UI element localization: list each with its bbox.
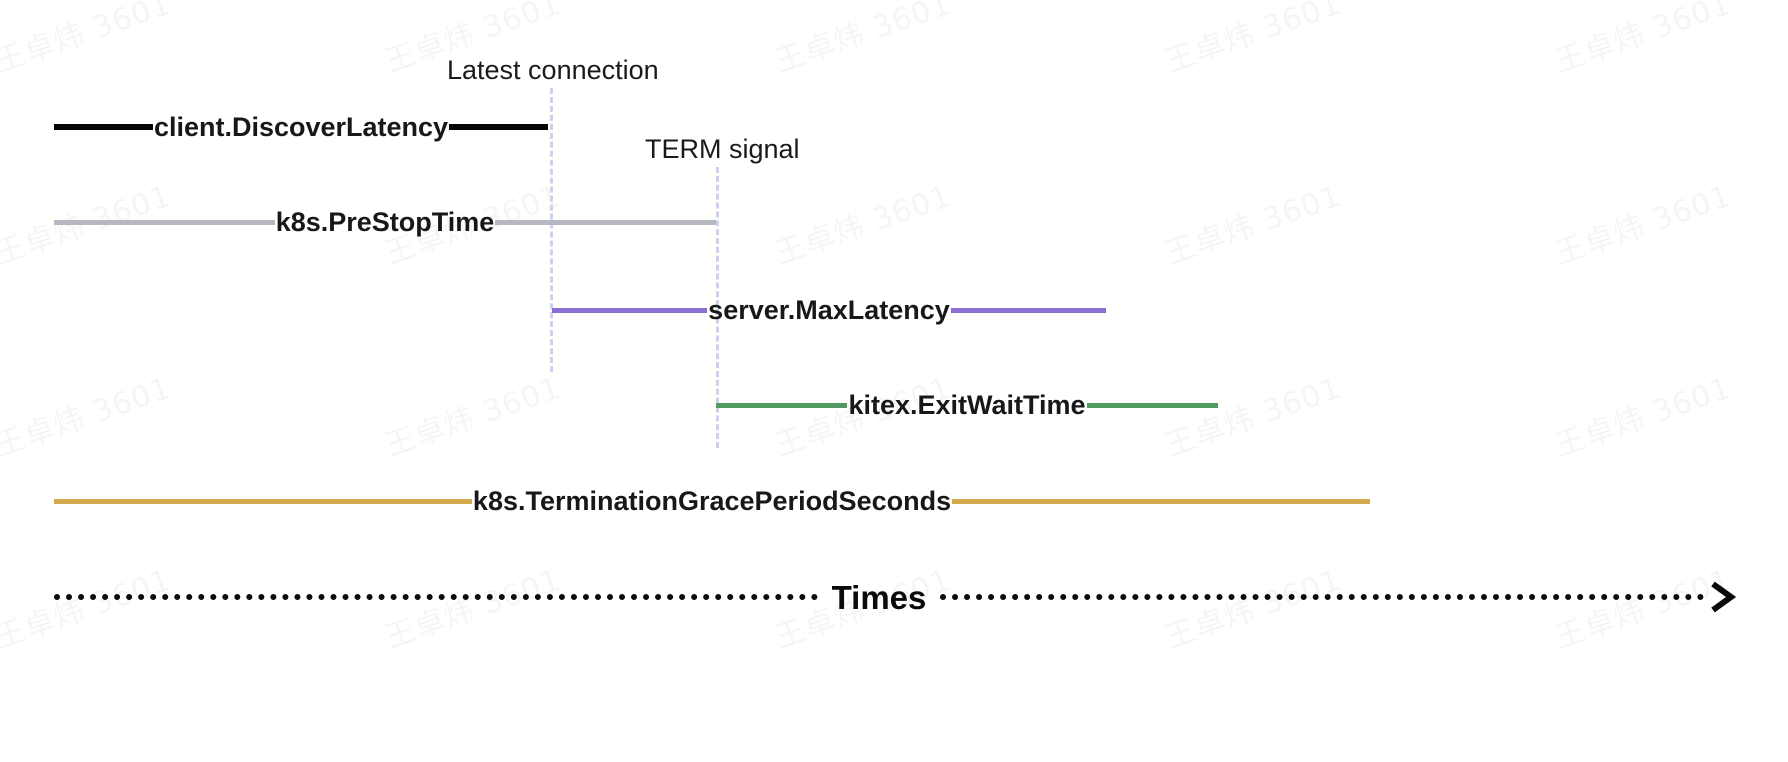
track-segment-left	[716, 402, 848, 408]
time-axis-dash-left	[54, 594, 818, 600]
track-segment-right	[950, 307, 1106, 313]
track-segment-left	[54, 219, 275, 225]
track-label-k8s-prestop-time: k8s.PreStopTime	[275, 206, 495, 237]
event-marker-label-latest-connection: Latest connection	[447, 55, 659, 85]
event-marker-term-signal	[716, 167, 719, 448]
track-label-server-max-latency: server.MaxLatency	[708, 294, 950, 325]
track-segment-right	[1086, 402, 1218, 408]
arrow-right-icon	[1711, 581, 1736, 613]
event-marker-latest-connection	[550, 88, 553, 372]
track-label-kitex-exit-wait-time: kitex.ExitWaitTime	[848, 389, 1086, 420]
track-segment-left	[552, 307, 708, 313]
time-axis: Times	[54, 577, 1736, 617]
timeline-track-kitex-exit-wait-time: kitex.ExitWaitTime	[716, 385, 1218, 425]
timeline-track-server-max-latency: server.MaxLatency	[552, 290, 1106, 330]
track-segment-right	[495, 219, 717, 225]
timeline-track-k8s-prestop-time: k8s.PreStopTime	[54, 202, 717, 242]
event-marker-label-term-signal: TERM signal	[645, 134, 800, 164]
timeline-track-client-discover-latency: client.DiscoverLatency	[54, 107, 549, 147]
timeline-track-k8s-termination-grace-period-seconds: k8s.TerminationGracePeriodSeconds	[54, 481, 1371, 521]
time-axis-dash-right	[940, 594, 1704, 600]
time-axis-label: Times	[831, 578, 927, 616]
track-label-client-discover-latency: client.DiscoverLatency	[153, 111, 449, 142]
track-segment-left	[54, 124, 153, 130]
track-segment-right	[449, 124, 549, 130]
track-label-k8s-termination-grace-period-seconds: k8s.TerminationGracePeriodSeconds	[472, 485, 952, 516]
track-segment-left	[54, 498, 472, 504]
track-segment-right	[952, 498, 1371, 504]
